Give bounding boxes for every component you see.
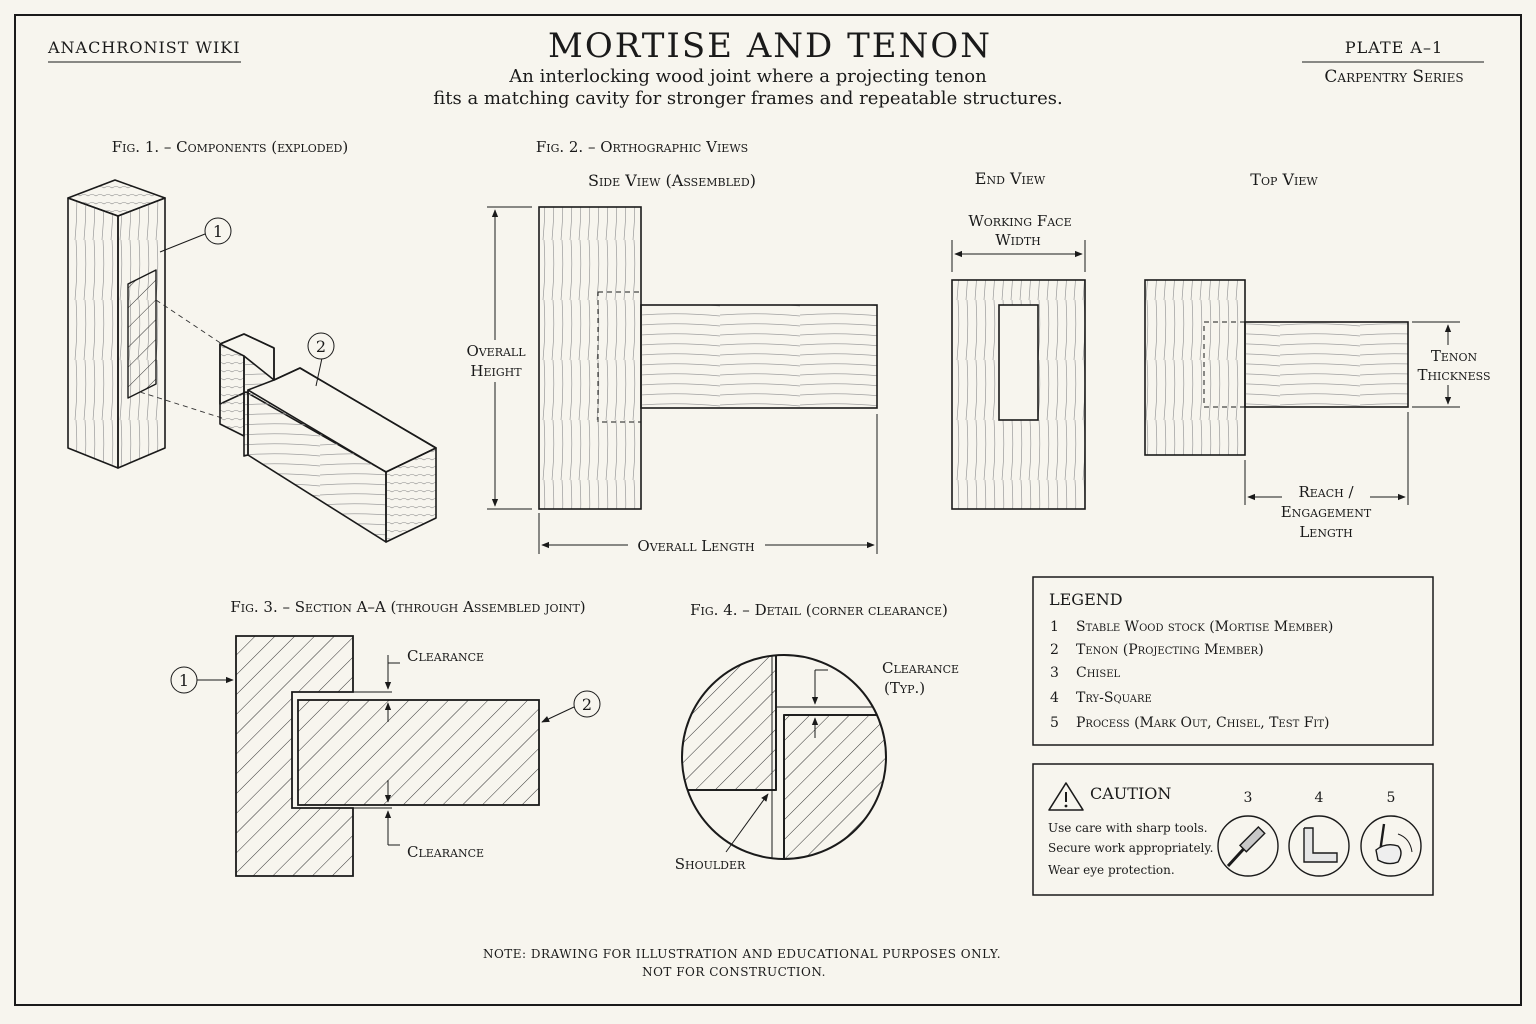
caution-line-1: Use care with sharp tools. — [1048, 821, 1208, 835]
fig4-detail-drawing — [682, 655, 886, 859]
legend-item-1-text: Stable Wood stock (Mortise Member) — [1076, 619, 1333, 635]
reach-label-1: Reach / — [1298, 483, 1354, 501]
overall-length-label: Overall Length — [637, 537, 754, 555]
fig1-mortise-member — [67, 179, 166, 469]
fig3-caption: Fig. 3. – Section A–A (through Assembled… — [230, 598, 585, 616]
fig1-projection-lines — [139, 299, 223, 419]
top-view-drawing — [1144, 279, 1409, 456]
legend-title: LEGEND — [1049, 590, 1123, 609]
fig1-caption: Fig. 1. – Components (exploded) — [112, 138, 348, 156]
fig3-callout-2: 2 — [582, 695, 592, 714]
reach-dimension — [1244, 412, 1409, 505]
fig4-clearance-label-2: (Typ.) — [884, 679, 925, 697]
end-view-drawing — [951, 279, 1086, 510]
series-label: Carpentry Series — [1324, 67, 1463, 87]
fig1-callout-2: 2 — [316, 337, 326, 356]
fig4-clearance-label-1: Clearance — [882, 659, 959, 677]
caution-line-2: Secure work appropriately. — [1048, 841, 1213, 855]
side-view-drawing — [538, 206, 878, 510]
overall-height-dimension — [487, 206, 532, 510]
legend-item-5-num: 5 — [1050, 715, 1059, 731]
fig4-detail-circle — [681, 654, 887, 860]
legend-item-4-num: 4 — [1050, 690, 1059, 706]
plate-number: PLATE A–1 — [1345, 38, 1443, 57]
fig4-shoulder-label: Shoulder — [675, 855, 746, 873]
reach-label-3: Length — [1299, 523, 1352, 541]
warning-triangle-icon — [1048, 782, 1084, 811]
overall-length-dimension — [538, 414, 878, 554]
page-title: MORTISE AND TENON — [548, 26, 992, 66]
legend-item-1-num: 1 — [1050, 619, 1059, 635]
tenon-thickness-label-1: Tenon — [1431, 347, 1478, 365]
top-view-label: Top View — [1250, 170, 1318, 189]
site-label[interactable]: ANACHRONIST WIKI — [47, 38, 241, 57]
caution-box — [1032, 763, 1434, 896]
plate-border — [14, 14, 1522, 1006]
fig3-clearance-dimensions — [298, 655, 400, 846]
reach-label-2: Engagement — [1281, 503, 1372, 521]
fig1-callout-1: 1 — [213, 222, 223, 241]
tenon-thickness-dimension — [1412, 321, 1460, 408]
try-square-icon — [1288, 815, 1350, 877]
side-view-label: Side View (Assembled) — [588, 171, 756, 190]
caution-icon-label-4: 4 — [1315, 790, 1324, 806]
caution-icon-label-5: 5 — [1387, 790, 1396, 806]
chisel-icon — [1217, 815, 1279, 877]
end-view-label: End View — [975, 169, 1046, 188]
note-line-1: NOTE: DRAWING FOR ILLUSTRATION AND EDUCA… — [483, 947, 1001, 961]
fig3-clearance-bottom: Clearance — [407, 843, 484, 861]
working-face-label-2: Width — [995, 231, 1041, 249]
fig1-callouts — [159, 217, 335, 387]
fig3-clearance-top: Clearance — [407, 647, 484, 665]
legend-item-2-text: Tenon (Projecting Member) — [1076, 642, 1264, 658]
fig4-clearance-dimension — [811, 669, 828, 738]
working-face-label-1: Working Face — [968, 212, 1071, 230]
legend-item-2-num: 2 — [1050, 642, 1059, 658]
fig3-callout-1: 1 — [179, 671, 189, 690]
working-face-dimension — [951, 240, 1086, 272]
fig1-tenon-member — [219, 333, 437, 543]
fig4-caption: Fig. 4. – Detail (corner clearance) — [690, 601, 948, 619]
legend-item-4-text: Try-Square — [1076, 690, 1152, 706]
fig3-callouts — [170, 666, 601, 723]
subtitle-line-1: An interlocking wood joint where a proje… — [508, 66, 987, 87]
legend-box — [1032, 576, 1434, 746]
note-line-2: NOT FOR CONSTRUCTION. — [642, 965, 826, 979]
subtitle-line-2: fits a matching cavity for stronger fram… — [433, 88, 1062, 109]
caution-title: CAUTION — [1090, 784, 1171, 803]
hand-chisel-icon — [1360, 815, 1422, 877]
legend-item-5-text: Process (Mark Out, Chisel, Test Fit) — [1076, 715, 1330, 731]
fig4-shoulder-leader — [725, 793, 769, 853]
overall-height-label-1: Overall — [466, 342, 526, 360]
caution-line-3: Wear eye protection. — [1048, 863, 1175, 877]
caution-icon-label-3: 3 — [1244, 790, 1253, 806]
overall-height-label-2: Height — [470, 362, 522, 380]
legend-items: 1 Stable Wood stock (Mortise Member) 2 T… — [1050, 619, 1333, 731]
fig3-section-drawing — [235, 635, 540, 877]
legend-item-3-num: 3 — [1050, 665, 1059, 681]
legend-item-3-text: Chisel — [1076, 665, 1121, 681]
fig2-caption: Fig. 2. – Orthographic Views — [536, 138, 748, 156]
tenon-thickness-label-2: Thickness — [1417, 366, 1490, 384]
